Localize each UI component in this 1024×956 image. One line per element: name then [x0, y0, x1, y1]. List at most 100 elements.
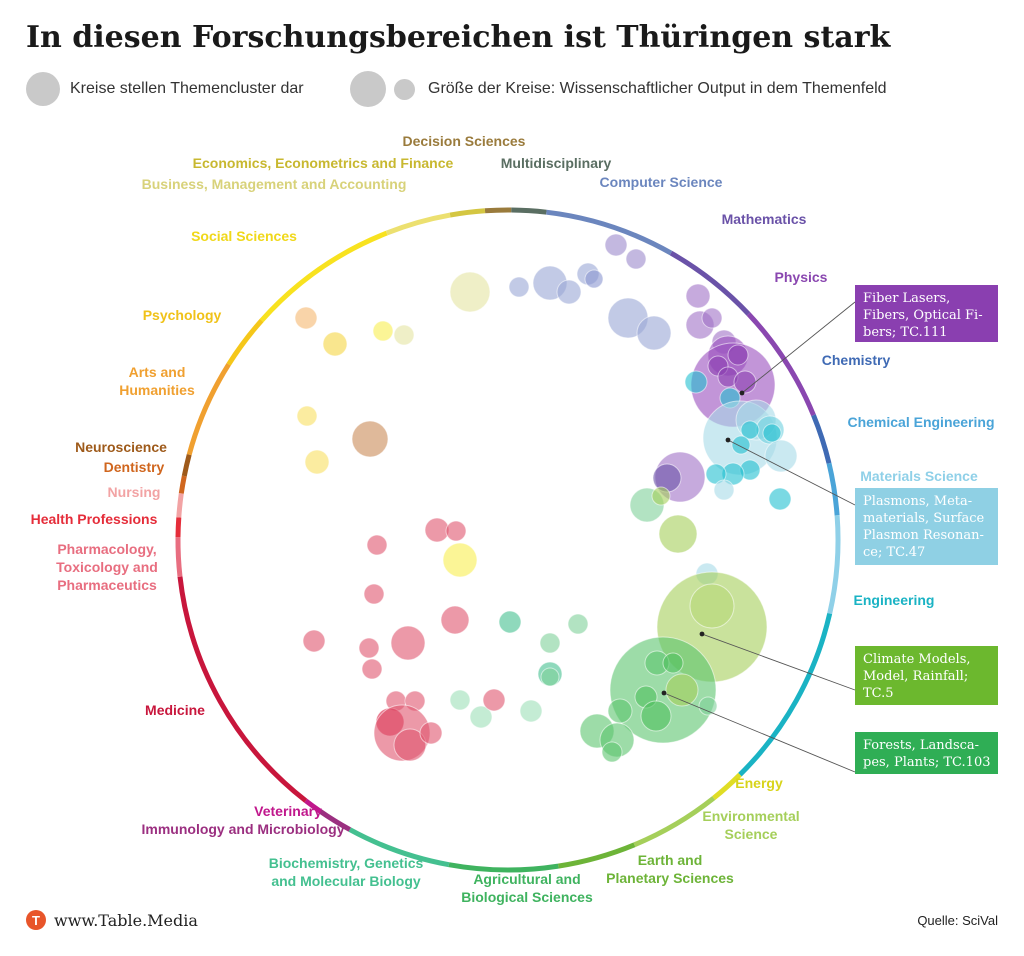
ring-label-2: Multidisciplinary — [501, 155, 612, 171]
ring-label-23: Immunology and Microbiology — [142, 821, 345, 837]
cluster-bubble-52[interactable] — [601, 741, 623, 763]
ring-label-12: Neuroscience — [75, 439, 167, 455]
ring-segment-8 — [738, 613, 833, 777]
cluster-bubble-16[interactable] — [727, 344, 749, 366]
cluster-bubble-57[interactable] — [540, 667, 560, 687]
cluster-bubble-59[interactable] — [469, 705, 493, 729]
cluster-bubble-83[interactable] — [304, 449, 330, 475]
ring-segment-17 — [175, 537, 183, 577]
ring-label-7: Physics — [775, 269, 828, 285]
cluster-bubble-37[interactable] — [651, 486, 671, 506]
cluster-bubble-3[interactable] — [556, 279, 582, 305]
callout-anchor-dot-3 — [661, 690, 667, 696]
cluster-bubble-66[interactable] — [363, 583, 385, 605]
ring-segment-4 — [746, 312, 816, 417]
cluster-bubble-27[interactable] — [762, 423, 782, 443]
ring-segment-0 — [484, 207, 512, 214]
cluster-bubbles — [294, 233, 798, 763]
callout-leader-line-2 — [701, 633, 856, 691]
ring-segment-14 — [318, 809, 352, 832]
cluster-bubble-71[interactable] — [361, 658, 383, 680]
cluster-bubble-54[interactable] — [539, 632, 561, 654]
cluster-bubble-81[interactable] — [393, 324, 415, 346]
cluster-bubble-42[interactable] — [609, 636, 717, 744]
cluster-bubble-79[interactable] — [322, 331, 348, 357]
cluster-bubble-0[interactable] — [449, 271, 491, 313]
cluster-bubble-44[interactable] — [662, 652, 684, 674]
ring-segment-16 — [177, 576, 308, 803]
cluster-bubble-19[interactable] — [733, 370, 757, 394]
ring-label-20: Energy — [735, 775, 783, 791]
ring-segment-3 — [669, 250, 751, 316]
callout-box-2 — [855, 646, 998, 705]
cluster-bubble-45[interactable] — [665, 673, 699, 707]
cluster-bubble-62[interactable] — [424, 517, 450, 543]
cluster-bubble-84[interactable] — [351, 420, 389, 458]
ring-segment-26 — [449, 208, 486, 218]
cluster-bubble-1[interactable] — [508, 276, 530, 298]
cluster-bubble-9[interactable] — [636, 315, 672, 351]
legend-cluster: Kreise stellen Themencluster dar — [26, 72, 304, 106]
cluster-bubble-25[interactable] — [764, 439, 798, 473]
cluster-bubble-60[interactable] — [519, 699, 543, 723]
ring-label-18: Engineering — [854, 592, 935, 608]
ring-label-13: Dentistry — [104, 459, 165, 475]
brand-logo-icon: T — [26, 910, 46, 930]
ring-label-19: Medicine — [145, 702, 205, 718]
cluster-bubble-82[interactable] — [296, 405, 318, 427]
cluster-bubble-33[interactable] — [768, 487, 792, 511]
cluster-bubble-65[interactable] — [366, 534, 388, 556]
cluster-bubble-49[interactable] — [607, 698, 633, 724]
cluster-bubble-76[interactable] — [393, 728, 427, 762]
subject-ring — [175, 207, 841, 873]
brand-link[interactable]: www.Table.Media — [54, 910, 198, 930]
cluster-bubble-68[interactable] — [302, 629, 326, 653]
ring-segment-13 — [348, 827, 450, 868]
callout-box-1 — [855, 488, 998, 565]
cluster-bubble-20[interactable] — [684, 370, 708, 394]
cluster-bubble-5[interactable] — [584, 269, 604, 289]
cluster-bubble-38[interactable] — [658, 514, 698, 554]
cluster-bubble-69[interactable] — [358, 637, 380, 659]
ring-segment-2 — [546, 209, 673, 256]
ring-label-9: Chemistry — [822, 352, 891, 368]
callout-leader-line-1 — [727, 439, 856, 506]
cluster-bubble-47[interactable] — [640, 700, 672, 732]
cluster-bubble-55[interactable] — [567, 613, 589, 635]
cluster-bubble-61[interactable] — [482, 688, 506, 712]
cluster-bubble-10[interactable] — [685, 283, 711, 309]
cluster-bubble-48[interactable] — [698, 696, 718, 716]
cluster-bubble-7[interactable] — [625, 248, 647, 270]
cluster-bubble-64[interactable] — [442, 542, 478, 578]
cluster-bubble-41[interactable] — [689, 583, 735, 629]
ring-segment-20 — [178, 475, 187, 494]
legend-circle-icon — [26, 72, 60, 106]
cluster-bubble-63[interactable] — [445, 520, 467, 542]
cluster-bubble-80[interactable] — [372, 320, 394, 342]
cluster-bubble-6[interactable] — [604, 233, 628, 257]
callout-box-0 — [855, 285, 998, 342]
cluster-bubble-58[interactable] — [449, 689, 471, 711]
legend-small-circle-icon — [394, 78, 415, 100]
cluster-bubble-28[interactable] — [731, 435, 751, 455]
cluster-bubble-12[interactable] — [701, 307, 723, 329]
chart-title: In diesen Forschungsbereichen ist Thürin… — [26, 20, 891, 55]
legend-large-circle-icon — [350, 71, 386, 107]
cluster-bubble-26[interactable] — [740, 420, 760, 440]
cluster-bubble-53[interactable] — [498, 610, 522, 634]
cluster-bubble-77[interactable] — [419, 721, 443, 745]
cluster-bubble-70[interactable] — [390, 625, 426, 661]
callout-text-3: Forests, Landsca-pes, Plants; TC.103 — [863, 738, 991, 770]
cluster-bubble-32[interactable] — [713, 479, 735, 501]
ring-segment-12 — [448, 862, 559, 873]
cluster-bubble-78[interactable] — [294, 306, 318, 330]
ring-label-1: Economics, Econometrics and Finance — [193, 155, 454, 171]
brand[interactable]: T www.Table.Media — [26, 910, 198, 930]
cluster-bubble-67[interactable] — [440, 605, 470, 635]
ring-label-8: Psychology — [143, 307, 222, 323]
